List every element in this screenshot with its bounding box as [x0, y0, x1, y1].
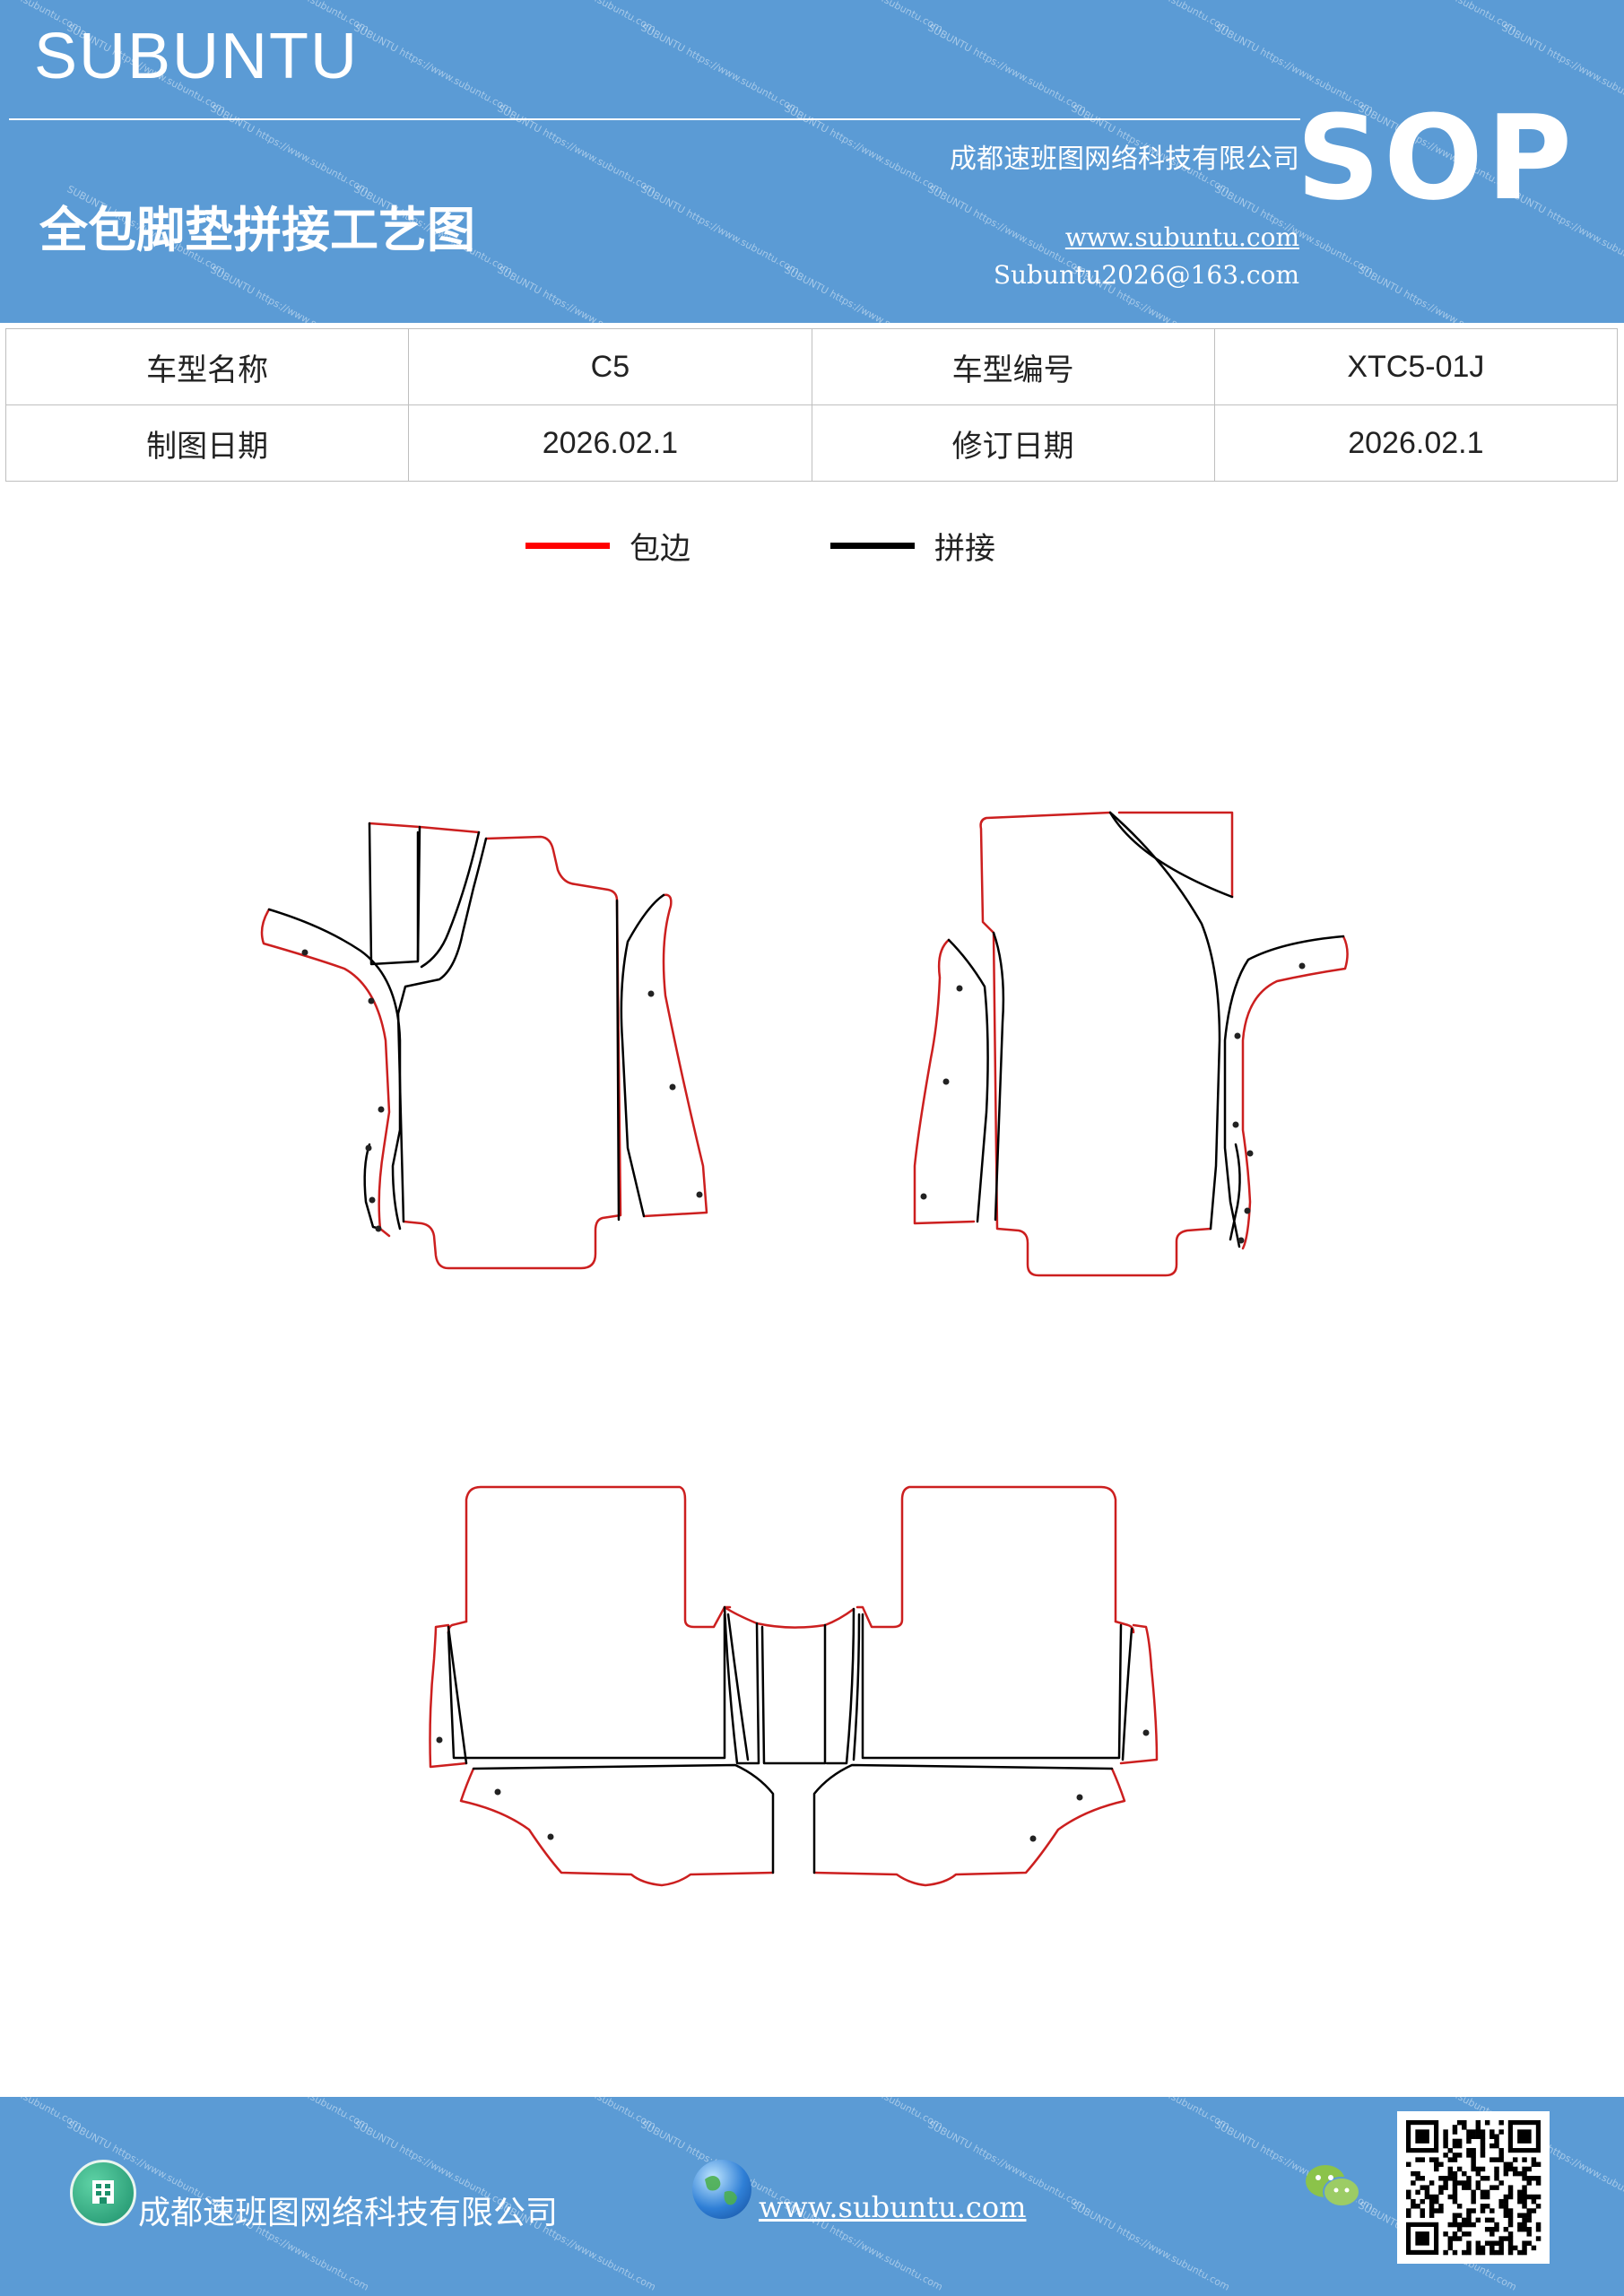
mat-edge-red	[368, 822, 481, 834]
table-cell-label: 车型名称	[4, 328, 410, 405]
mat-seam-black	[947, 938, 989, 1223]
mat-seam-black	[852, 1613, 861, 1761]
mat-edge-red	[642, 893, 708, 1218]
table-row: 车型名称 C5 车型编号 XTC5-01J	[4, 328, 1619, 405]
mat-seam-black	[447, 1613, 726, 1760]
mat-edge-red	[913, 938, 976, 1225]
mat-seam-black	[861, 1613, 1123, 1760]
mat-edge-red	[260, 908, 391, 1238]
mat-seam-black	[1229, 1143, 1241, 1241]
mat-edge-red	[1241, 935, 1349, 1250]
watermark-text: SUBUNTU https://www.subuntu.com	[0, 2097, 84, 2132]
watermark-text: SUBUNTU https://www.subuntu.com	[496, 2097, 658, 2132]
legend-label: 包边	[630, 531, 690, 567]
brand-logo: SUBUNTU	[34, 21, 360, 92]
watermark-text: SUBUNTU https://www.subuntu.com	[1069, 2199, 1232, 2293]
watermark-text: SUBUNTU https://www.subuntu.com	[209, 2097, 371, 2132]
mat-seam-black	[760, 1623, 827, 1765]
mat-edge-red	[855, 1485, 1117, 1629]
mat-seam-black	[620, 893, 665, 1218]
mat-edge-red	[447, 1620, 468, 1634]
rear-mats	[429, 1485, 1159, 1887]
qr-code	[1397, 2111, 1550, 2264]
mat-seam-black	[1108, 811, 1221, 1231]
email-address: Subuntu2026@163.com	[993, 260, 1299, 290]
mat-seam-black	[363, 1143, 382, 1231]
watermark-text: SUBUNTU https://www.subuntu.com	[1070, 2097, 1232, 2132]
mat-seam-black	[723, 1605, 760, 1765]
legend-item-seam: 拼接	[830, 524, 995, 568]
legend-label: 拼接	[934, 531, 995, 567]
mat-seam-black	[1108, 811, 1234, 899]
mat-edge-red	[1117, 811, 1234, 899]
table-cell-label: 制图日期	[4, 404, 410, 482]
mat-seam-black	[368, 822, 421, 966]
mat-edge-red	[979, 811, 1212, 1277]
page-title: 全包脚垫拼接工艺图	[39, 201, 475, 258]
front-right-mat	[913, 811, 1349, 1277]
company-name: 成都速班图网络科技有限公司	[950, 144, 1299, 175]
table-cell-value: C5	[408, 328, 812, 405]
legend: 包边 拼接	[0, 524, 1624, 578]
footer-company-name: 成都速班图网络科技有限公司	[138, 2195, 559, 2231]
watermark-text: SUBUNTU https://www.subuntu.com	[783, 2097, 945, 2132]
globe-icon	[692, 2160, 751, 2219]
mat-seam-black	[1121, 1627, 1133, 1761]
table-cell-label: 修订日期	[811, 404, 1215, 482]
mat-seam-black	[812, 1763, 1114, 1874]
mat-seam-black	[1223, 935, 1345, 1248]
website-link[interactable]: www.subuntu.com	[1064, 222, 1299, 252]
legend-swatch	[830, 543, 915, 549]
mat-seam-black	[992, 931, 1005, 1222]
mat-seam-black	[825, 1607, 855, 1765]
table-cell-label: 车型编号	[811, 328, 1215, 405]
mat-edge-red	[465, 1485, 732, 1629]
wechat-icon[interactable]	[1302, 2160, 1365, 2213]
mat-seam-black	[396, 837, 488, 1223]
mat-edge-red	[1119, 1623, 1159, 1765]
mat-seam-black	[447, 1625, 468, 1765]
mat-edge-red	[812, 1767, 1126, 1887]
mat-seam-black	[472, 1763, 775, 1874]
legend-swatch	[525, 543, 610, 549]
header-divider	[9, 118, 1300, 120]
table-cell-value: XTC5-01J	[1213, 328, 1619, 405]
mat-seam-black	[420, 831, 481, 969]
mat-seam-black	[267, 908, 402, 1231]
mat-seam-black	[726, 1613, 750, 1761]
footer-website-link[interactable]: www.subuntu.com	[759, 2190, 1027, 2224]
legend-item-edging: 包边	[525, 524, 690, 568]
mat-seam-black	[615, 899, 621, 1222]
front-left-mat	[260, 822, 708, 1270]
mat-edge-red	[459, 1767, 775, 1887]
table-cell-value: 2026.02.1	[408, 404, 812, 482]
mat-edge-red	[723, 1605, 855, 1629]
sop-label: SOP	[1296, 90, 1576, 226]
mat-edge-red	[402, 835, 622, 1270]
building-icon	[70, 2160, 136, 2226]
mat-edge-red	[1114, 1620, 1135, 1634]
vehicle-info-table: 车型名称 C5 车型编号 XTC5-01J 制图日期 2026.02.1 修订日…	[4, 328, 1619, 482]
table-row: 制图日期 2026.02.1 修订日期 2026.02.1	[4, 404, 1619, 482]
table-cell-value: 2026.02.1	[1213, 404, 1619, 482]
mat-edge-red	[429, 1623, 468, 1769]
